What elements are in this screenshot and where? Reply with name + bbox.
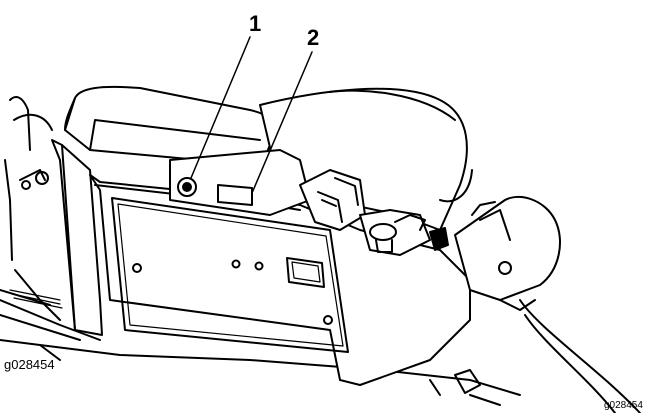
right-controls xyxy=(299,169,449,256)
hour-meter-icon xyxy=(217,184,253,206)
joystick-handle xyxy=(454,195,561,311)
side-panel xyxy=(111,197,349,353)
callout-label-1: 1 xyxy=(249,11,262,36)
left-frame xyxy=(0,96,521,396)
callout-label-2: 2 xyxy=(307,25,320,50)
callout-leaders xyxy=(190,36,313,194)
figure-id: g028454 xyxy=(4,357,55,372)
callout-2-leader xyxy=(251,51,313,194)
right-frame xyxy=(429,299,641,413)
ignition-key-icon xyxy=(177,177,197,197)
left-post xyxy=(21,139,103,336)
callout-1-leader xyxy=(190,36,251,179)
armrest-pad xyxy=(64,85,277,171)
figure-id-corner: g028454 xyxy=(604,400,643,411)
